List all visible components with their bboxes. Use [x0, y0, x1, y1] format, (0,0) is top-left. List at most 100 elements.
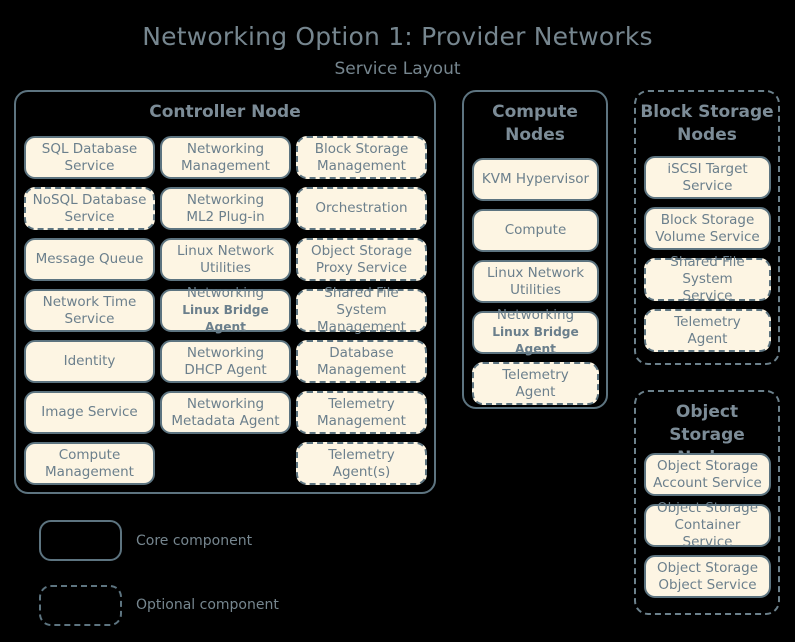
service-label-line2: Management [317, 319, 406, 335]
compute-nodes-title-line2: Nodes [505, 125, 565, 145]
service-label-line2: Utilities [200, 259, 251, 276]
legend-core-swatch [39, 520, 122, 561]
service-label-line2: Metadata Agent [171, 412, 280, 429]
service-label-line1: Networking [496, 307, 575, 323]
service-label-line2: ML2 Plug-in [186, 208, 265, 225]
service-label-line1: Networking [186, 344, 265, 361]
block-storage-nodes-title: Block Storage Nodes [636, 92, 778, 147]
service-label-line2: Container Service [674, 517, 741, 550]
service-label-line1: Telemetry [328, 446, 395, 463]
service-label-line1: Telemetry [328, 395, 395, 412]
controller-col1-service-box[interactable]: Image Service [24, 391, 155, 434]
service-label-line2: Management [45, 463, 134, 480]
service-label-line1: Object Storage [310, 242, 413, 259]
block-storage-nodes-title-line1: Block Storage [640, 102, 774, 122]
service-label-line2: Utilities [510, 281, 561, 298]
service-label-line2: Service [64, 310, 115, 327]
service-label-line1: Identity [63, 353, 116, 369]
service-label-line1: Shared File System [670, 254, 745, 287]
service-label-line2: Account Service [653, 474, 762, 491]
service-label-line2: Management [317, 157, 406, 174]
block-storage-nodes-title-line2: Nodes [677, 125, 737, 145]
service-label-line1: Telemetry [674, 313, 741, 330]
service-label-line1: Networking [186, 285, 265, 301]
service-label-line1: Linux Network [486, 264, 585, 281]
service-label-line2: Management [317, 412, 406, 429]
service-label-line2: Volume Service [655, 228, 760, 245]
service-label-line1: SQL Database [41, 140, 138, 157]
service-label-line1: Shared File System [324, 285, 399, 318]
service-label-line1: Image Service [41, 404, 138, 420]
controller-node-title: Controller Node [149, 102, 301, 122]
compute-nodes-title-line1: Compute [492, 102, 578, 122]
service-label-line1: Database [329, 344, 394, 361]
controller-col1-service-box[interactable]: Message Queue [24, 238, 155, 281]
service-label-line1: Block Storage [314, 140, 409, 157]
service-label-line2: DHCP Agent [184, 361, 267, 378]
legend-optional-swatch [39, 585, 122, 626]
service-label-line1: Networking [186, 191, 265, 208]
service-label-line2: Agent [687, 330, 728, 347]
service-label-line1: Object Storage [656, 559, 759, 576]
service-label-line1: Linux Network [176, 242, 275, 259]
page-title: Networking Option 1: Provider Networks [142, 22, 653, 51]
service-label-line2: Object Service [658, 576, 757, 593]
legend-core-label: Core component [136, 533, 253, 549]
service-label-line2: Management [181, 157, 270, 174]
service-label-line1: Object Storage [656, 500, 759, 516]
controller-col1-service-box[interactable]: Identity [24, 340, 155, 383]
service-label-line1: iSCSI Target [667, 160, 748, 177]
service-label-line2: Management [317, 361, 406, 378]
service-label-line1: KVM Hypervisor [481, 171, 590, 187]
service-label-line2: Service [682, 177, 733, 194]
service-label-line1: NoSQL Database [32, 191, 147, 208]
service-label-line1: Compute [58, 446, 121, 463]
service-label-line1: Network Time [42, 293, 137, 310]
service-label-line1: Object Storage [656, 457, 759, 474]
service-label-line2: Proxy Service [315, 259, 408, 276]
legend-optional-label: Optional component [136, 597, 279, 613]
service-label-line2: Agent [515, 383, 556, 400]
service-label-line2: Service [64, 208, 115, 225]
compute-nodes-title: Compute Nodes [464, 92, 606, 147]
compute-service-box[interactable]: KVM Hypervisor [472, 158, 599, 201]
compute-service-box[interactable]: Compute [472, 209, 599, 252]
service-label-line2: Linux Bridge Agent [492, 325, 579, 356]
controller-col3-service-box[interactable]: Orchestration [296, 187, 427, 230]
service-label-line1: Networking [186, 395, 265, 412]
service-label-line2: Service [64, 157, 115, 174]
page-subtitle: Service Layout [334, 59, 461, 79]
service-label-line1: Block Storage [660, 211, 755, 228]
service-label-line1: Compute [504, 222, 567, 238]
service-label-line1: Message Queue [35, 251, 144, 267]
service-label-line2: Service [682, 288, 733, 304]
service-label-line1: Networking [186, 140, 265, 157]
